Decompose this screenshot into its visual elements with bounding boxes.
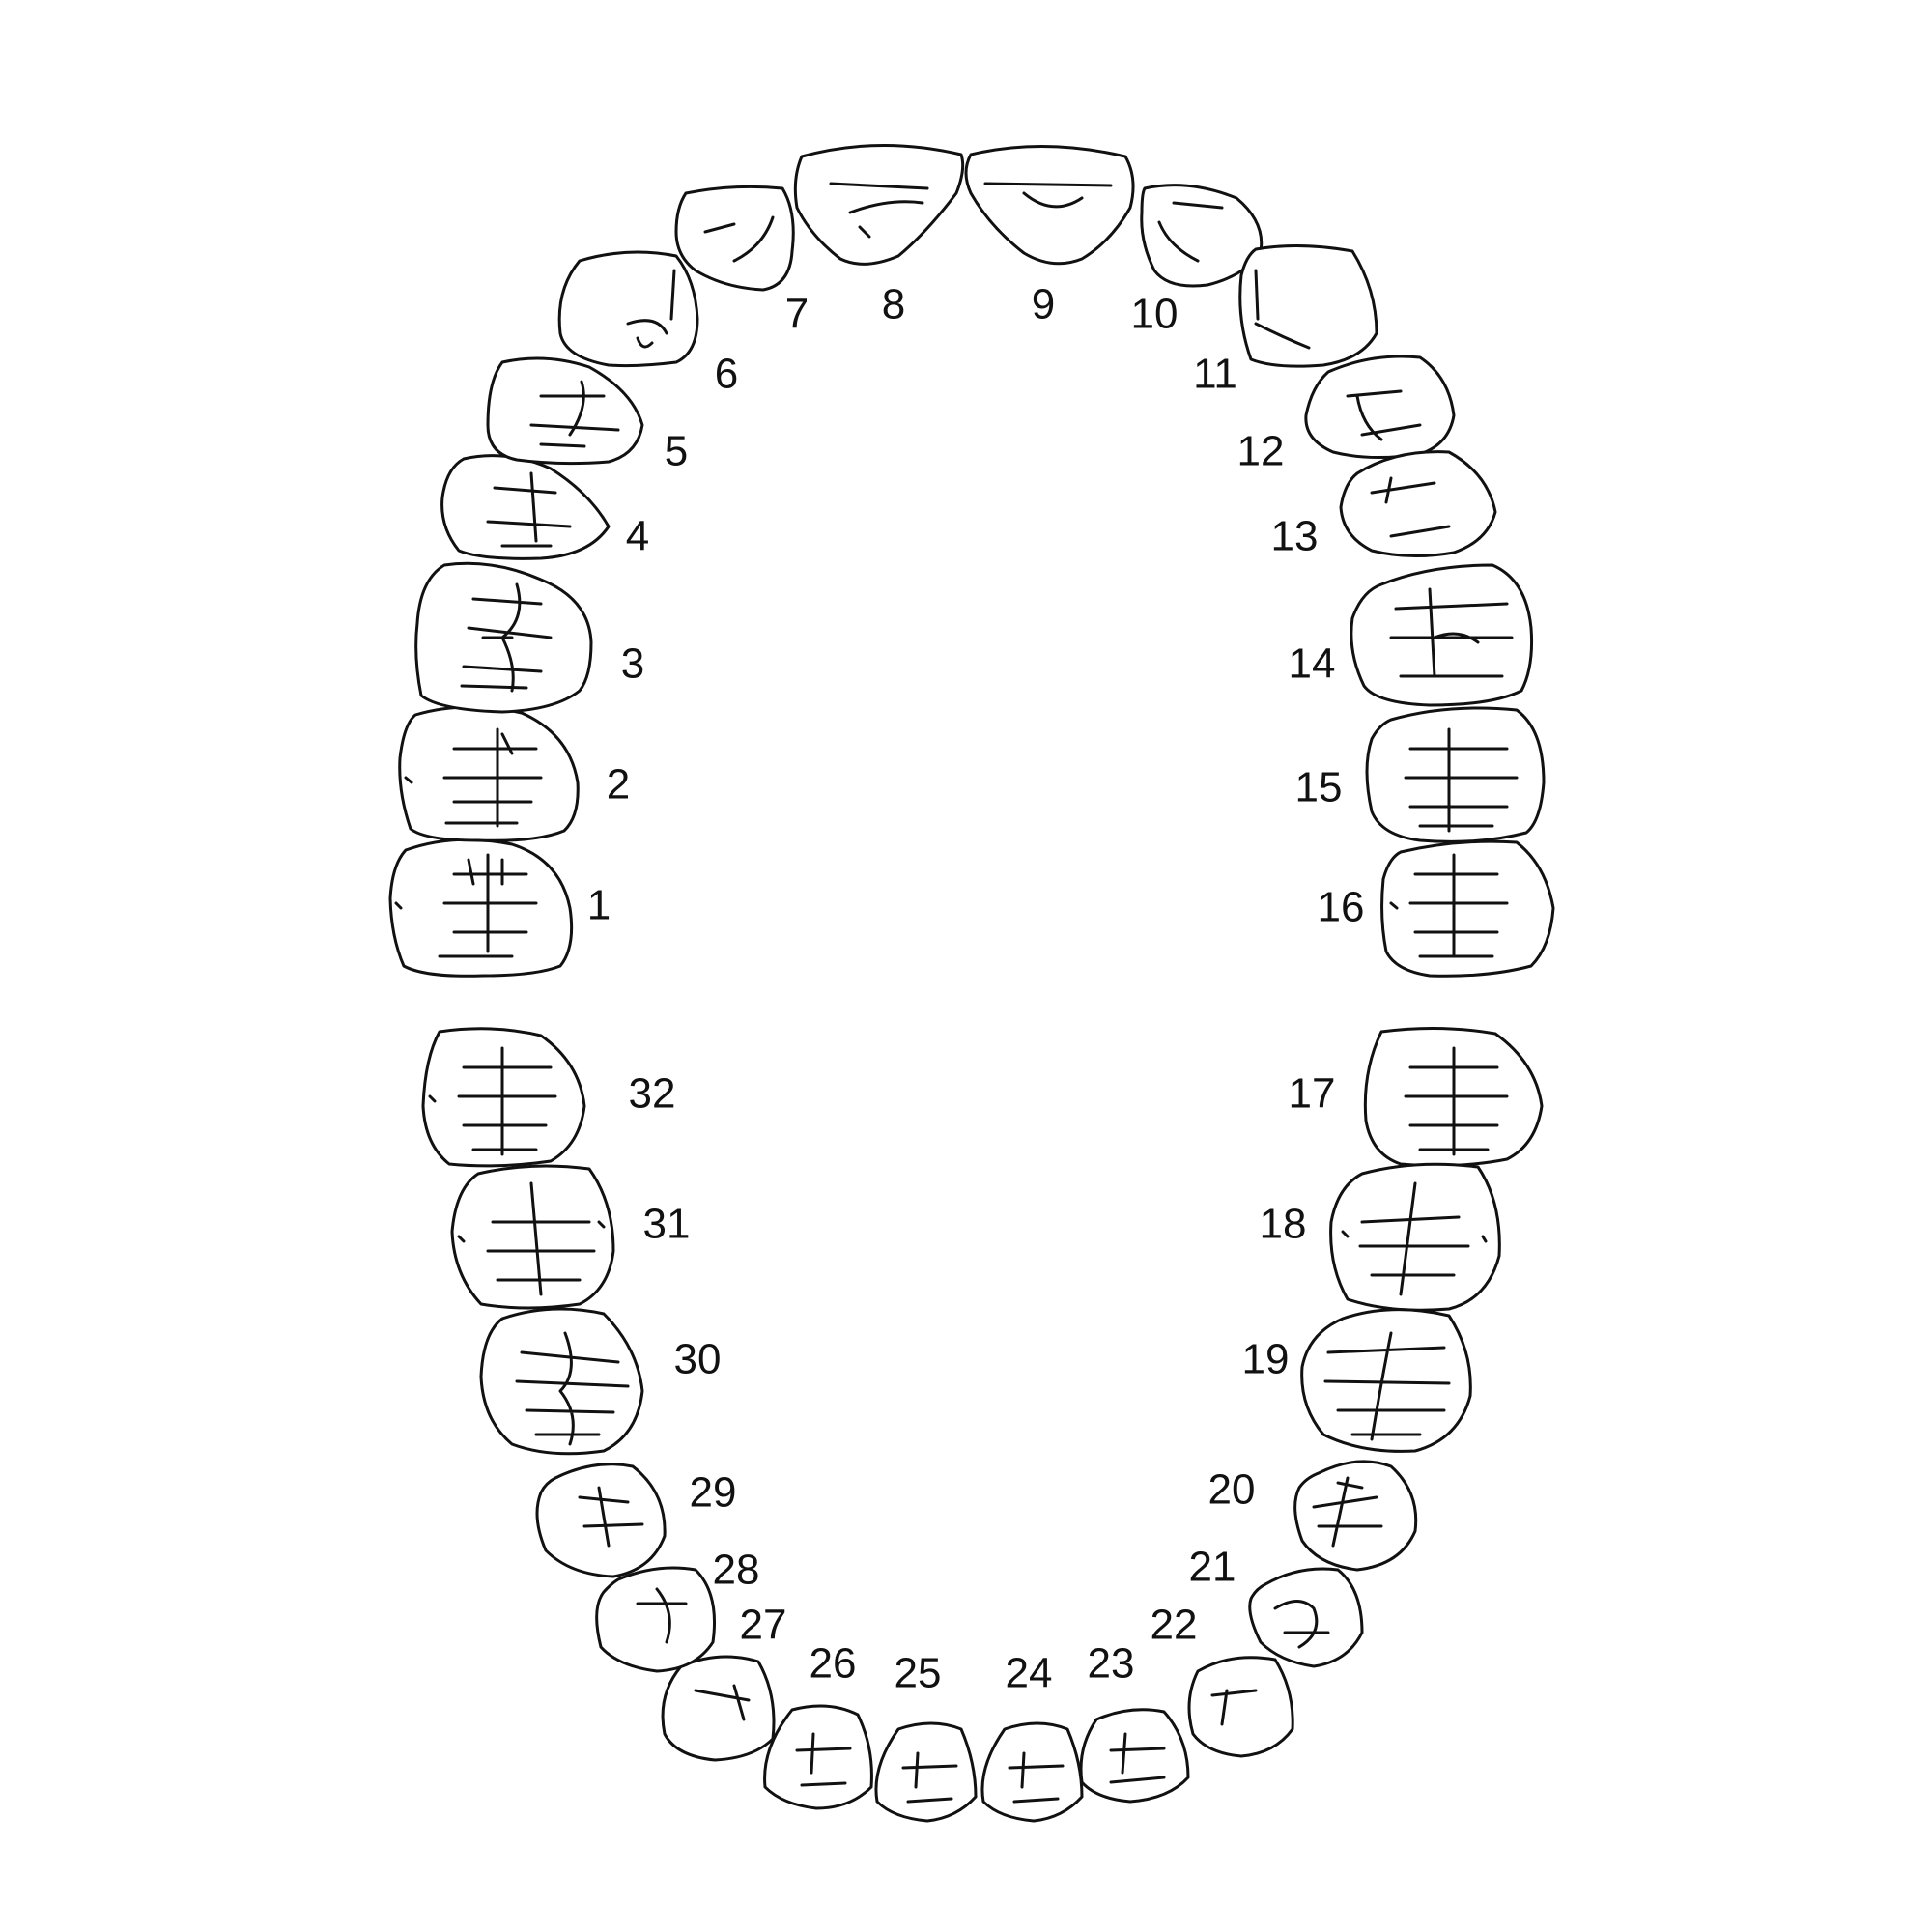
- tooth-number-4: 4: [626, 513, 649, 560]
- tooth-number-22: 22: [1151, 1602, 1198, 1649]
- tooth-number-9: 9: [1032, 281, 1055, 328]
- tooth-17[interactable]: [1363, 1026, 1544, 1168]
- tooth-number-20: 20: [1208, 1466, 1256, 1514]
- tooth-number-12: 12: [1237, 428, 1285, 475]
- tooth-number-28: 28: [713, 1547, 760, 1594]
- tooth-number-19: 19: [1242, 1336, 1290, 1383]
- tooth-number-2: 2: [607, 761, 630, 809]
- tooth-number-15: 15: [1295, 764, 1343, 811]
- tooth-number-1: 1: [587, 882, 611, 929]
- tooth-number-26: 26: [810, 1640, 857, 1688]
- tooth-number-17: 17: [1289, 1070, 1336, 1118]
- tooth-21[interactable]: [1248, 1567, 1364, 1668]
- tooth-29[interactable]: [535, 1463, 667, 1578]
- tooth-number-3: 3: [621, 640, 644, 688]
- tooth-1[interactable]: [388, 838, 574, 978]
- tooth-numbers: 1 2 3 4 5 6 7 8 9 10 11 12 13 14 15 16 1…: [587, 281, 1365, 1697]
- tooth-number-5: 5: [665, 428, 688, 475]
- tooth-number-29: 29: [690, 1469, 737, 1517]
- tooth-10[interactable]: [1140, 184, 1264, 288]
- tooth-number-31: 31: [643, 1201, 691, 1248]
- tooth-16[interactable]: [1380, 839, 1555, 978]
- tooth-13[interactable]: [1339, 450, 1497, 558]
- tooth-4[interactable]: [440, 454, 611, 560]
- tooth-2[interactable]: [398, 705, 580, 842]
- tooth-3[interactable]: [414, 561, 593, 714]
- tooth-32[interactable]: [421, 1027, 586, 1168]
- tooth-7[interactable]: [674, 185, 795, 292]
- tooth-number-25: 25: [895, 1650, 942, 1697]
- tooth-number-7: 7: [785, 291, 809, 338]
- tooth-number-8: 8: [882, 281, 905, 328]
- tooth-8[interactable]: [793, 143, 965, 266]
- upper-arch: [388, 143, 1555, 978]
- tooth-20[interactable]: [1293, 1460, 1418, 1572]
- tooth-18[interactable]: [1329, 1162, 1501, 1312]
- tooth-12[interactable]: [1304, 355, 1456, 460]
- tooth-number-30: 30: [674, 1336, 722, 1383]
- lower-arch: [421, 1026, 1544, 1823]
- tooth-25[interactable]: [874, 1721, 978, 1823]
- tooth-5[interactable]: [486, 356, 644, 466]
- tooth-26[interactable]: [763, 1704, 873, 1810]
- tooth-number-24: 24: [1006, 1650, 1053, 1697]
- tooth-27[interactable]: [661, 1655, 776, 1762]
- tooth-number-10: 10: [1131, 291, 1179, 338]
- tooth-30[interactable]: [479, 1307, 644, 1456]
- tooth-number-14: 14: [1289, 640, 1336, 688]
- tooth-22[interactable]: [1187, 1656, 1294, 1758]
- tooth-number-27: 27: [740, 1602, 787, 1649]
- tooth-number-32: 32: [629, 1070, 676, 1118]
- tooth-number-11: 11: [1193, 351, 1237, 398]
- tooth-number-6: 6: [715, 351, 738, 398]
- tooth-number-13: 13: [1271, 513, 1319, 560]
- tooth-number-16: 16: [1318, 884, 1365, 931]
- tooth-31[interactable]: [450, 1164, 615, 1310]
- tooth-28[interactable]: [595, 1566, 717, 1673]
- tooth-19[interactable]: [1300, 1308, 1472, 1453]
- tooth-9[interactable]: [964, 144, 1135, 266]
- tooth-14[interactable]: [1350, 563, 1534, 707]
- tooth-15[interactable]: [1365, 706, 1546, 843]
- tooth-number-18: 18: [1260, 1201, 1307, 1248]
- tooth-23[interactable]: [1079, 1708, 1190, 1804]
- tooth-11[interactable]: [1238, 243, 1378, 368]
- tooth-6[interactable]: [557, 250, 699, 368]
- tooth-number-23: 23: [1088, 1640, 1135, 1688]
- tooth-number-21: 21: [1189, 1544, 1236, 1591]
- tooth-24[interactable]: [980, 1721, 1084, 1823]
